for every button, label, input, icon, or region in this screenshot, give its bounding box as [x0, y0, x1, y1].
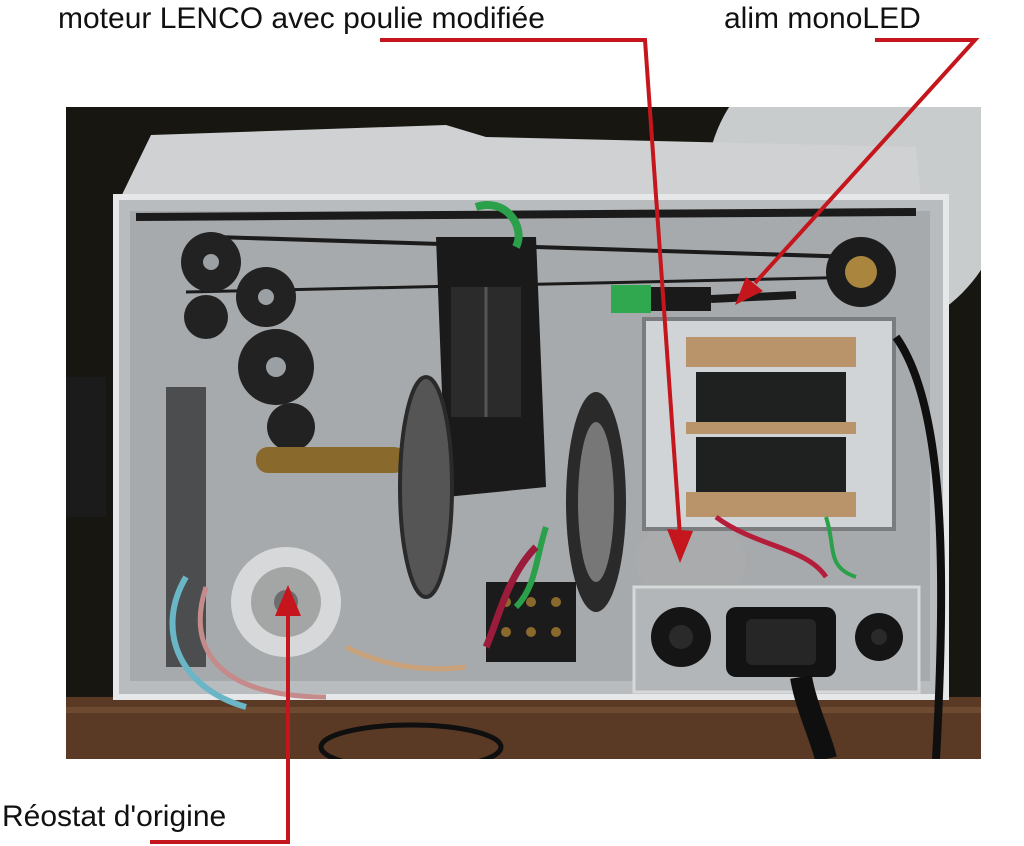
power-supply-label: alim monoLED: [724, 2, 921, 35]
motor-label: moteur LENCO avec poulie modifiée: [58, 2, 545, 35]
rheostat-label: Réostat d'origine: [2, 800, 227, 833]
gear-train: [181, 232, 315, 451]
projector-interior-photo: [66, 107, 981, 759]
